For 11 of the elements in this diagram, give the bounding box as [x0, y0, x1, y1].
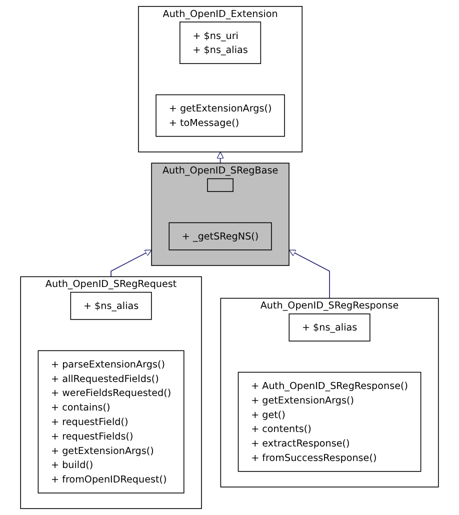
node-box: + _getSRegNS(): [168, 222, 272, 250]
arrow: [288, 250, 330, 299]
node-box: [207, 178, 234, 192]
node-box: + parseExtensionArgs() + allRequestedFields() + wereFieldsRequested() + contains() + requestField() + requestFields() + getExtensionArgs() + build() + fromOpenIDRequest(): [38, 350, 184, 494]
node-box: + $ns_alias: [288, 313, 370, 342]
node-box: + $ns_uri + $ns_alias: [180, 22, 262, 64]
arrow: [216, 152, 224, 164]
node-box: + getExtensionArgs() + toMessage(): [156, 94, 285, 137]
node-box: + Auth_OpenID_SRegResponse() + getExtensionArgs() + get() + contents() + extractResponse() + fromSuccessResponse(): [238, 372, 422, 472]
arrow: [110, 250, 152, 278]
node-box: + $ns_alias: [70, 292, 152, 320]
